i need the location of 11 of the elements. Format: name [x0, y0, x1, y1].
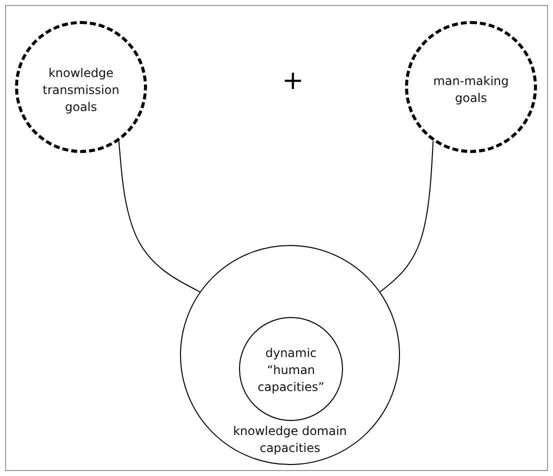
connector-line [118, 140, 200, 292]
plus-sign: + [282, 68, 304, 94]
connector-line [380, 140, 434, 292]
node-label: knowledge transmission goals [42, 64, 120, 116]
node-label: man-making goals [432, 73, 510, 107]
circle-node [239, 317, 343, 421]
circle-node [180, 245, 400, 465]
circle-node [15, 21, 147, 153]
node-label: knowledge domain capacities [232, 422, 348, 457]
circle-node [405, 21, 537, 153]
node-label: dynamic “human capacities” [256, 344, 326, 396]
